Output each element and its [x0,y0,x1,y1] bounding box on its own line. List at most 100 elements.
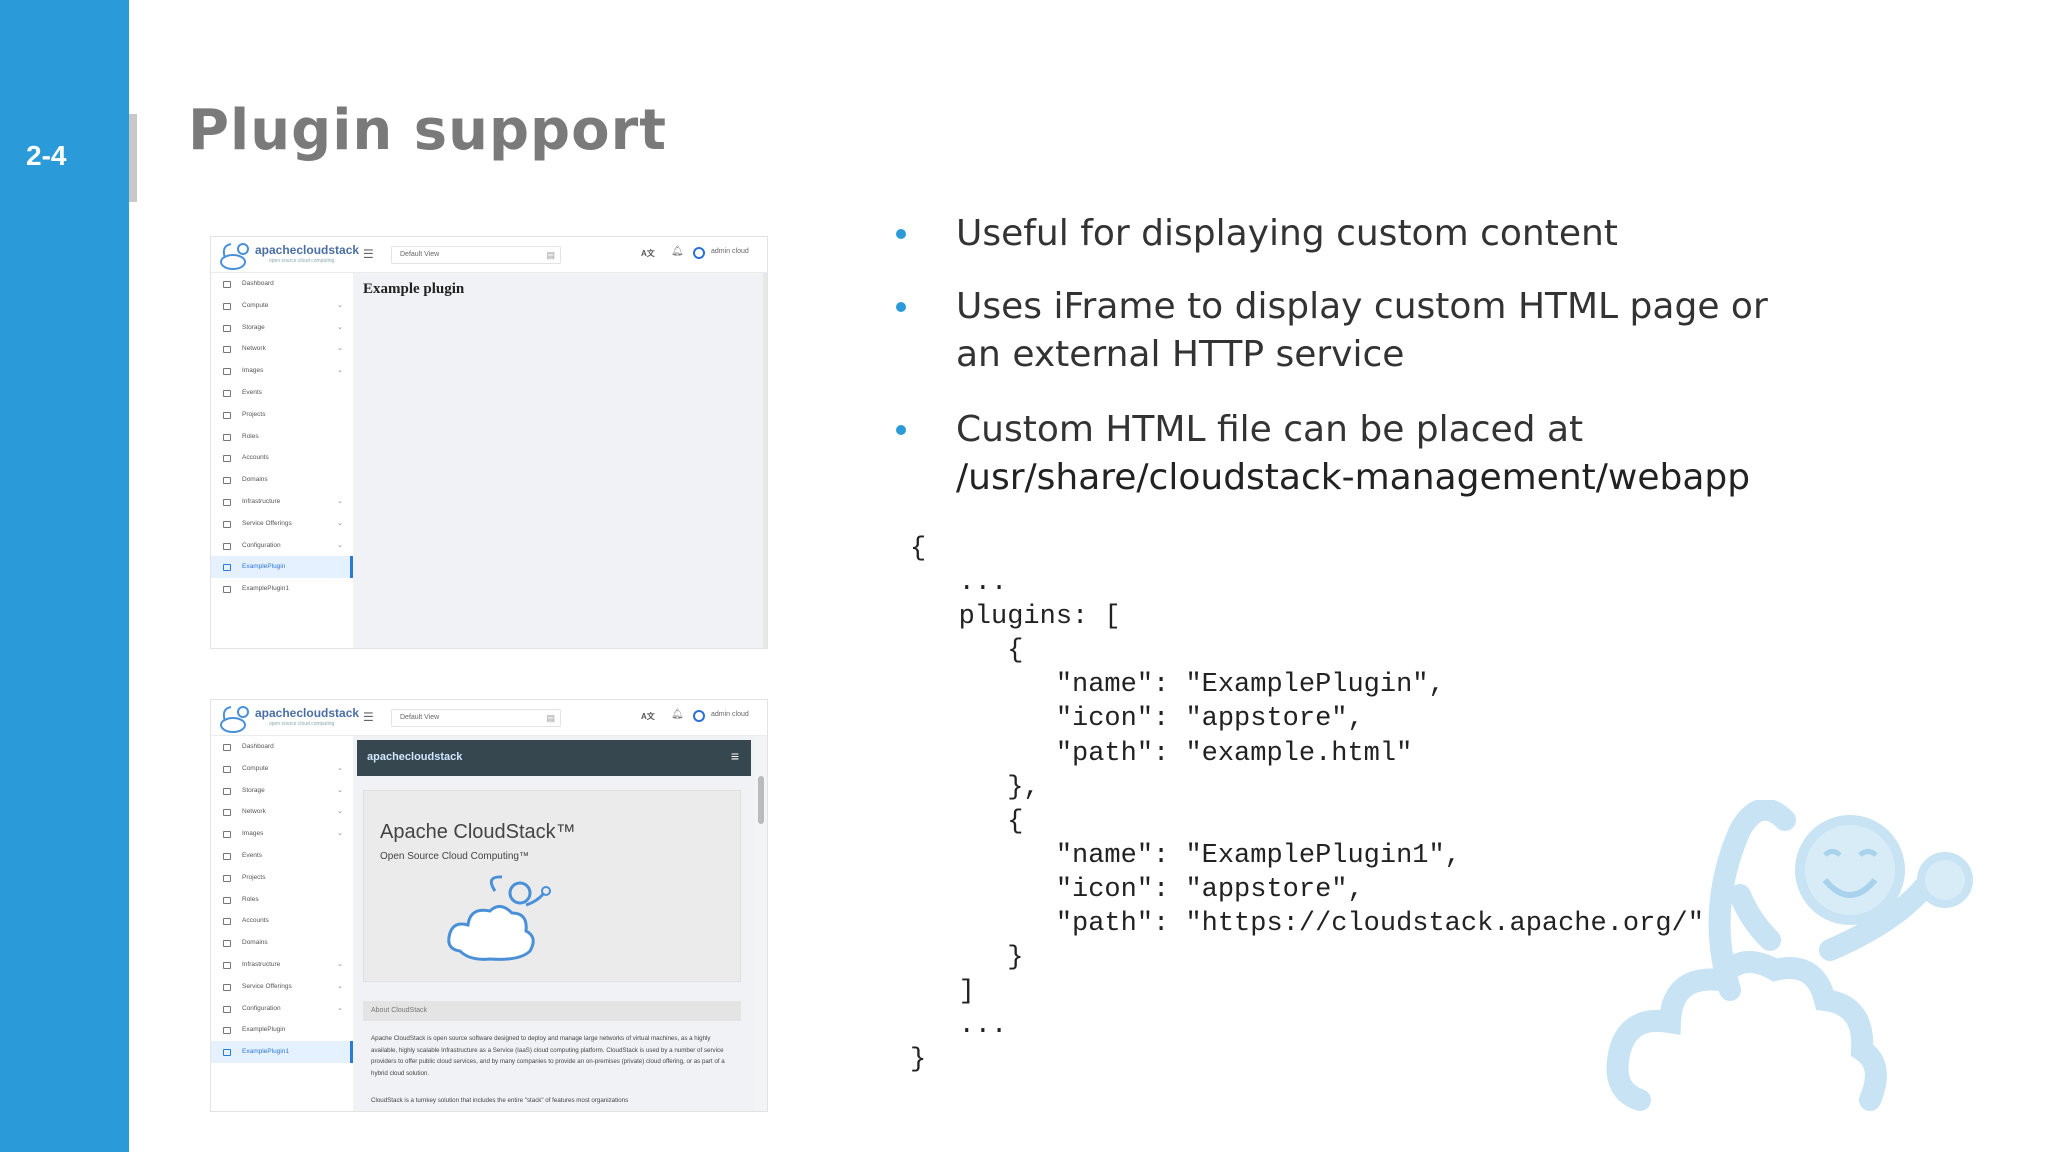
about-section-header: About CloudStack [363,1001,741,1021]
app-header: apachecloudstack open source cloud compu… [211,700,767,736]
sidebar-item[interactable]: Network⌄ [211,338,353,360]
sidebar-item[interactable]: Projects [211,867,353,889]
sidebar-item[interactable]: Network⌄ [211,801,353,823]
sidebar-item-label: Configuration [242,541,281,549]
view-select-value: Default View [400,714,440,721]
sidebar-item[interactable]: Accounts [211,910,353,932]
sidebar-item[interactable]: Dashboard [211,736,353,758]
sidebar-item[interactable]: Images⌄ [211,823,353,845]
sidebar-item[interactable]: Roles [211,426,353,448]
sidebar-item-label: ExamplePlugin1 [242,585,289,593]
sidebar-item-label: Roles [242,895,259,903]
menu-icon [223,368,231,376]
menu-icon [223,983,231,991]
bell-icon[interactable]: 🔔︎ [671,246,684,257]
menu-icon [223,586,231,594]
sidebar-item[interactable]: Roles [211,889,353,911]
app-logo: apachecloudstack [255,243,360,257]
sidebar-item[interactable]: Domains [211,932,353,954]
sidebar-item[interactable]: Storage⌄ [211,780,353,802]
language-switch[interactable]: A文 [641,712,655,721]
menu-icon [223,787,231,795]
chevron-down-icon: ⌄ [337,323,343,331]
bullet-text: Useful for displaying custom content [956,213,1618,254]
sidebar-item[interactable]: ExamplePlugin1 [211,578,353,600]
chevron-down-icon: ⌄ [337,786,343,794]
menu-icon [223,455,231,463]
user-icon[interactable] [693,247,705,259]
chevron-down-icon: ⌄ [337,808,343,816]
sidebar-item[interactable]: Accounts [211,447,353,469]
menu-icon [223,564,231,572]
sidebar-item[interactable]: Images⌄ [211,360,353,382]
user-name[interactable]: admin cloud [711,711,749,718]
chevron-down-icon: ⌄ [337,345,343,353]
menu-icon [223,744,231,751]
cloudstack-mascot-icon [447,875,551,961]
menu-icon [223,831,231,839]
sidebar-item[interactable]: ExamplePlugin1 [211,1041,353,1063]
hamburger-icon[interactable]: ≡ [730,748,739,764]
scrollbar[interactable] [755,736,767,1111]
title-accent-bar [129,114,137,202]
app-logo: apachecloudstack [255,706,360,720]
sidebar-item[interactable]: ExamplePlugin [211,556,353,579]
sidebar-item-label: Dashboard [242,280,274,287]
menu-icon [223,324,231,332]
sidebar-item[interactable]: Domains [211,469,353,491]
sidebar-item[interactable]: Infrastructure⌄ [211,491,353,513]
sidebar-item[interactable]: Compute⌄ [211,295,353,317]
sidebar-item[interactable]: Events [211,382,353,404]
sidebar-item-label: Infrastructure [242,497,281,505]
sidebar-item-label: Events [242,851,262,859]
user-icon[interactable] [693,710,705,722]
iframe-hero: Apache CloudStack™ Open Source Cloud Com… [363,790,741,982]
view-select[interactable]: Default View ▤ [391,709,561,727]
scrollbar-thumb[interactable] [758,776,764,824]
sidebar-item[interactable]: Compute ⌄ [211,758,353,780]
sidebar-item-label: Accounts [242,454,269,462]
sidebar-item[interactable]: Projects [211,404,353,426]
cloudstack-mascot-icon [220,706,249,733]
app-logo-tagline: open source cloud computing [269,721,335,727]
sidebar-item-label: Service Offerings [242,982,292,990]
scrollbar[interactable] [763,273,767,648]
sidebar-item-label: Projects [242,873,266,881]
sidebar-item[interactable]: Infrastructure⌄ [211,954,353,976]
sidebar-item-label: Compute [242,764,269,772]
chevron-down-icon: ⌄ [337,960,343,968]
view-select[interactable]: Default View ▤ [391,246,561,264]
sidebar-item[interactable]: Configuration ⌄ [211,535,353,557]
menu-icon [223,411,231,419]
menu-icon [223,281,231,288]
menu-toggle-icon[interactable]: ☰ [363,247,374,261]
chevron-down-icon: ⌄ [337,1004,343,1012]
slide-title: Plugin support [188,98,667,163]
sidebar-item-label: Domains [242,939,268,947]
menu-icon [223,346,231,354]
sidebar-item[interactable]: Service Offerings⌄ [211,513,353,535]
bell-icon[interactable]: 🔔︎ [671,709,684,720]
chevron-down-icon: ⌄ [337,764,343,772]
iframe-brand[interactable]: apachecloudstack [367,751,463,763]
chevron-down-icon: ⌄ [337,830,343,838]
chevron-down-icon: ⌄ [337,982,343,990]
plugin-heading: Example plugin [363,281,465,297]
menu-toggle-icon[interactable]: ☰ [363,710,374,724]
sidebar-item[interactable]: Storage⌄ [211,317,353,339]
sidebar-item[interactable]: Dashboard [211,273,353,295]
language-switch[interactable]: A文 [641,249,655,258]
sidebar-item[interactable]: Configuration⌄ [211,998,353,1020]
sidebar-item[interactable]: Events [211,845,353,867]
chevron-down-icon: ⌄ [337,519,343,527]
menu-icon [223,765,231,773]
sidebar-item[interactable]: Service Offerings ⌄ [211,976,353,998]
user-name[interactable]: admin cloud [711,248,749,255]
chevron-down-icon: ⌄ [337,541,343,549]
hero-subtitle: Open Source Cloud Computing™ [380,851,529,862]
sidebar-item[interactable]: ExamplePlugin [211,1019,353,1041]
cloudstack-mascot-icon [220,243,249,270]
menu-icon [223,520,231,528]
